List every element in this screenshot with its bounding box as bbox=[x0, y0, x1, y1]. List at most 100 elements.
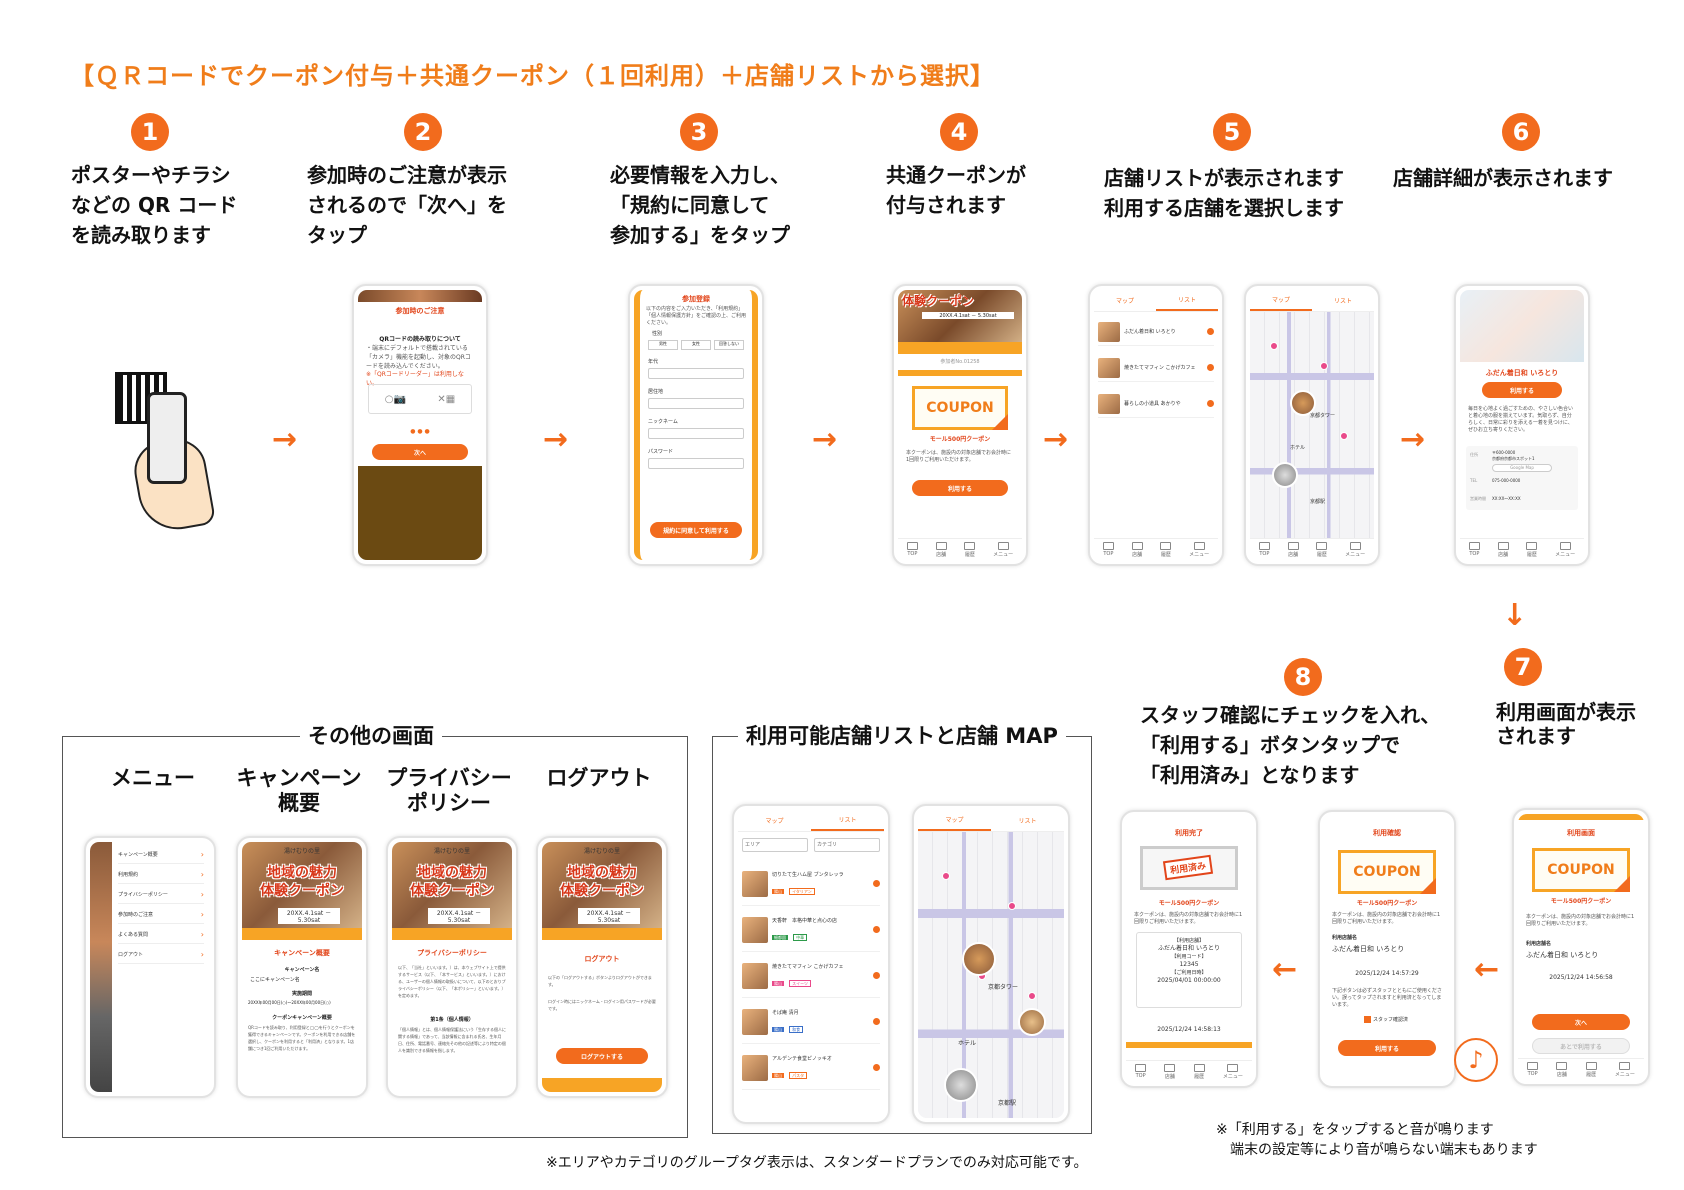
tab-map[interactable]: マップ bbox=[918, 810, 991, 831]
list-item[interactable]: ふだん着日和 いろとり bbox=[1098, 318, 1214, 346]
list-item[interactable]: 天香軒 本格中華と点心の店細都園 中華 bbox=[742, 908, 880, 952]
map-pin[interactable] bbox=[1320, 362, 1328, 370]
list-item[interactable]: 焼きたてマフィン こかげカフェ陽山 スイーツ bbox=[742, 954, 880, 998]
tab-map[interactable]: マップ bbox=[1115, 298, 1134, 305]
later-button[interactable]: あとで利用する bbox=[1532, 1038, 1630, 1054]
use-button[interactable]: 利用する bbox=[1482, 382, 1562, 398]
nav-history[interactable]: 履歴 bbox=[1586, 1062, 1597, 1078]
step-4-badge: 4 bbox=[940, 113, 978, 151]
filter-bar: エリア カテゴリ bbox=[742, 838, 880, 852]
store-map[interactable]: 京都タワー ホテル 京都駅 bbox=[1250, 312, 1374, 538]
password-input[interactable] bbox=[648, 458, 744, 469]
menu-item-privacy[interactable]: プライバシーポリシー bbox=[118, 886, 204, 904]
tab-list[interactable]: リスト bbox=[811, 810, 884, 831]
phone-screen-logout: 湯けむりの里 地域の魅力 体験クーポン 20XX.4.1sat － 5.30sa… bbox=[536, 836, 668, 1098]
store-name: そば庵 清月 bbox=[772, 1009, 799, 1016]
logout-button[interactable]: ログアウトする bbox=[556, 1048, 648, 1064]
nav-history[interactable]: 履歴 bbox=[1194, 1064, 1205, 1080]
nav-menu[interactable]: メニュー bbox=[1555, 542, 1575, 558]
nav-shop[interactable]: 店舗 bbox=[1164, 1064, 1175, 1080]
qr-reader-icon: ✕▦ bbox=[437, 393, 456, 405]
nav-top[interactable]: TOP bbox=[1135, 1064, 1146, 1079]
header-photo bbox=[358, 290, 482, 302]
nav-top[interactable]: TOP bbox=[1259, 542, 1270, 557]
nav-shop[interactable]: 店舗 bbox=[1498, 542, 1509, 558]
list-item[interactable]: そば庵 清月陽山 和食 bbox=[742, 1000, 880, 1044]
nav-top[interactable]: TOP bbox=[1103, 542, 1114, 557]
store-photo-marker[interactable] bbox=[1018, 1008, 1046, 1036]
flow-arrow-4: → bbox=[1043, 422, 1069, 457]
nav-history[interactable]: 履歴 bbox=[1316, 542, 1327, 558]
map-pin[interactable] bbox=[1008, 902, 1016, 910]
campaign-period: 20XX年00月00日(○)～20XX年00月00日(○) bbox=[248, 1000, 331, 1005]
store-photo-marker[interactable] bbox=[962, 942, 996, 976]
list-item[interactable]: アルデンテ食堂ピノッキオ陽山 パスタ bbox=[742, 1046, 880, 1090]
nickname-input[interactable] bbox=[648, 428, 744, 439]
age-select[interactable] bbox=[648, 368, 744, 379]
hours-label: 営業時間 bbox=[1470, 496, 1486, 501]
nav-shop[interactable]: 店舗 bbox=[1288, 542, 1299, 558]
tab-list[interactable]: リスト bbox=[1156, 290, 1218, 311]
map-pin[interactable] bbox=[942, 872, 950, 880]
menu-item-logout[interactable]: ログアウト bbox=[118, 946, 204, 964]
menu-item-campaign[interactable]: キャンペーン概要 bbox=[118, 846, 204, 864]
next-button[interactable]: 次へ bbox=[372, 444, 468, 460]
list-item[interactable]: 暮らしの小道具 あかりや bbox=[1098, 390, 1214, 418]
area-tag: 細都園 bbox=[772, 934, 788, 940]
menu-item-label: ログアウト bbox=[118, 952, 144, 958]
gender-male[interactable]: 男性 bbox=[648, 340, 678, 350]
chevron-right-icon bbox=[873, 1064, 880, 1071]
map-pin[interactable] bbox=[1340, 432, 1348, 440]
agree-register-button[interactable]: 規約に同意して利用する bbox=[650, 522, 742, 538]
map-pin[interactable] bbox=[1270, 342, 1278, 350]
notice-warn: ※「QRコードリーダー」は利用しない。 bbox=[366, 371, 464, 387]
nav-history[interactable]: 履歴 bbox=[964, 542, 975, 558]
nav-history[interactable]: 履歴 bbox=[1160, 542, 1171, 558]
shop-label: 利用店舗名 bbox=[1526, 941, 1552, 947]
col-title-logout: ログアウト bbox=[546, 766, 652, 790]
nav-menu[interactable]: メニュー bbox=[1189, 542, 1209, 558]
map-list-tabs: マップ リスト bbox=[738, 810, 884, 832]
next-button[interactable]: 次へ bbox=[1532, 1014, 1630, 1030]
staff-check[interactable]: スタッフ確認済 bbox=[1364, 1016, 1408, 1023]
list-item[interactable]: 切りたて生ハム屋 ブンタレッラ陽山 イタリアン bbox=[742, 862, 880, 906]
pref-select[interactable] bbox=[648, 398, 744, 409]
confirm-header: 利用確認 bbox=[1373, 829, 1401, 837]
nav-top[interactable]: TOP bbox=[1469, 542, 1480, 557]
category-tag: 和食 bbox=[789, 1025, 804, 1033]
gender-none[interactable]: 回答しない bbox=[714, 340, 744, 350]
store-map[interactable]: 京都タワー ホテル 京都駅 bbox=[918, 832, 1064, 1118]
nav-menu[interactable]: メニュー bbox=[1223, 1064, 1243, 1080]
flow-arrow-left-2: ← bbox=[1272, 952, 1298, 987]
menu-item-terms[interactable]: 利用規約 bbox=[118, 866, 204, 884]
menu-item-notice[interactable]: 参加時のご注意 bbox=[118, 906, 204, 924]
logout-heading: ログアウト bbox=[584, 955, 620, 963]
gender-female[interactable]: 女性 bbox=[681, 340, 711, 350]
store-photo-marker[interactable] bbox=[1272, 462, 1298, 488]
category-select[interactable]: カテゴリ bbox=[814, 838, 880, 852]
tab-list[interactable]: リスト bbox=[1333, 298, 1352, 305]
store-photo-marker[interactable] bbox=[1290, 390, 1316, 416]
nav-menu[interactable]: メニュー bbox=[1345, 542, 1365, 558]
menu-item-faq[interactable]: よくある質問 bbox=[118, 926, 204, 944]
checkbox-checked-icon[interactable] bbox=[1364, 1016, 1371, 1023]
register-intro: 以下の内容をご入力いただき、「利用規約」「個人情報保護方針」をご確認の上、ご利用… bbox=[646, 306, 747, 326]
tab-map[interactable]: マップ bbox=[765, 818, 784, 825]
nav-shop[interactable]: 店舗 bbox=[936, 542, 947, 558]
tab-list[interactable]: リスト bbox=[1018, 818, 1037, 825]
nav-top[interactable]: TOP bbox=[1527, 1062, 1538, 1077]
use-button[interactable]: 利用する bbox=[912, 480, 1008, 496]
tab-map[interactable]: マップ bbox=[1250, 290, 1312, 311]
nav-menu[interactable]: メニュー bbox=[1615, 1062, 1635, 1078]
nav-shop[interactable]: 店舗 bbox=[1132, 542, 1143, 558]
nav-shop[interactable]: 店舗 bbox=[1556, 1062, 1567, 1078]
list-item[interactable]: 焼きたてマフィン こかげカフェ bbox=[1098, 354, 1214, 382]
use-button[interactable]: 利用する bbox=[1338, 1040, 1436, 1056]
google-map-button[interactable]: Google Map bbox=[1492, 464, 1552, 472]
store-photo-marker[interactable] bbox=[944, 1068, 978, 1102]
nav-history[interactable]: 履歴 bbox=[1526, 542, 1537, 558]
area-select[interactable]: エリア bbox=[742, 838, 808, 852]
nav-top[interactable]: TOP bbox=[907, 542, 918, 557]
nav-menu[interactable]: メニュー bbox=[993, 542, 1013, 558]
map-pin[interactable] bbox=[1028, 992, 1036, 1000]
